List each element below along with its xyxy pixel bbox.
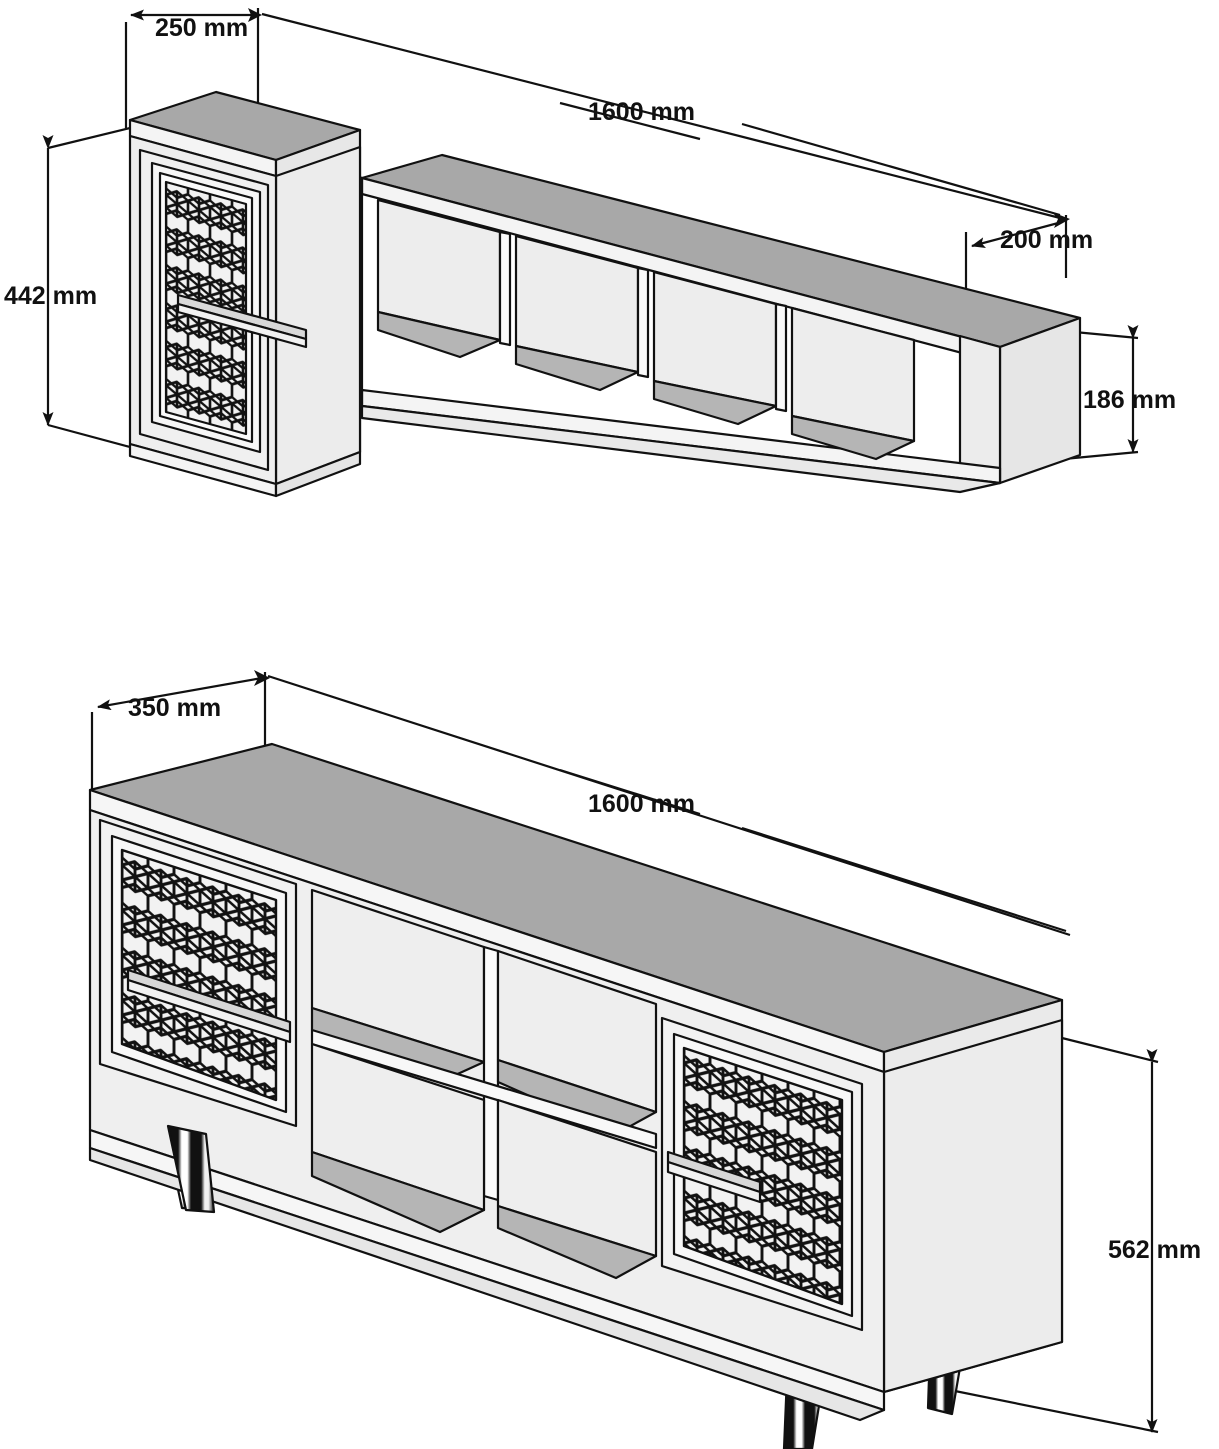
cabinet-side-face [274, 145, 362, 486]
leader-1600-lower-left [559, 768, 701, 816]
ext-442-bottom [47, 423, 131, 449]
mid-shelf-board [310, 1028, 658, 1150]
dim-label-186: 186 mm [1083, 386, 1176, 414]
dim-line-350 [97, 676, 263, 711]
lower-view: 350 mm 1600 mm 562 mm [88, 670, 1201, 1449]
leader-1600-upper-right [741, 122, 1061, 217]
lattice-panel-upper [164, 180, 248, 436]
divider-2 [636, 266, 650, 379]
upper-view: 250 mm 1600 mm 442 mm 200 mm 186 mm [4, 8, 1176, 498]
shelf-right-front-face [958, 334, 1002, 485]
centre-divider [482, 945, 500, 1202]
dim-arrow-200-right [1052, 212, 1070, 228]
left-door-handle-face [126, 978, 292, 1044]
shelf-right-end-panel [998, 316, 1082, 485]
stand-right-side-face [882, 1018, 1064, 1394]
dim-label-1600-lower: 1600 mm [588, 790, 695, 818]
lower-unit-body [88, 742, 1064, 1449]
upper-unit-body [128, 90, 1082, 498]
dim-label-1600-upper: 1600 mm [588, 98, 695, 126]
bay-lower-right-floor [496, 1204, 658, 1280]
ext-562-bottom [949, 1388, 1159, 1434]
right-door-handle-face [666, 1160, 762, 1204]
ext-442-top [47, 126, 131, 150]
leg-front-left-overlay [166, 1124, 216, 1214]
compartment-3-floor [652, 379, 778, 426]
dim-label-200: 200 mm [1000, 226, 1093, 254]
right-lattice-border [682, 1046, 844, 1306]
dim-line-1600-lower [267, 674, 1071, 937]
dim-line-1600-upper [261, 12, 1065, 221]
ext-562-top [1061, 1036, 1159, 1064]
dim-arrow-350-right [254, 670, 270, 686]
compartment-4-floor [790, 414, 916, 461]
dim-label-350: 350 mm [128, 694, 221, 722]
cabinet-handle-upper-face [176, 302, 308, 349]
shelf-bottom-underside [360, 404, 1002, 494]
left-lattice-border [120, 848, 278, 1102]
leader-1600-lower-right [741, 826, 1067, 933]
cabinet-base-side [274, 450, 362, 498]
lattice-panel-border [164, 180, 248, 436]
dim-label-250: 250 mm [155, 14, 248, 42]
compartment-2-floor [514, 344, 640, 392]
dim-label-442: 442 mm [4, 282, 97, 310]
leader-1600-upper-left [559, 101, 701, 141]
compartment-1-floor [376, 310, 502, 359]
bay-lower-left-floor [310, 1150, 486, 1234]
divider-1 [498, 230, 512, 347]
dim-line-200 [971, 220, 1063, 248]
dim-label-562: 562 mm [1108, 1236, 1201, 1264]
dim-arrow-250-right [248, 8, 262, 22]
stand-bottom-underside [88, 1146, 886, 1422]
divider-3 [774, 302, 788, 413]
